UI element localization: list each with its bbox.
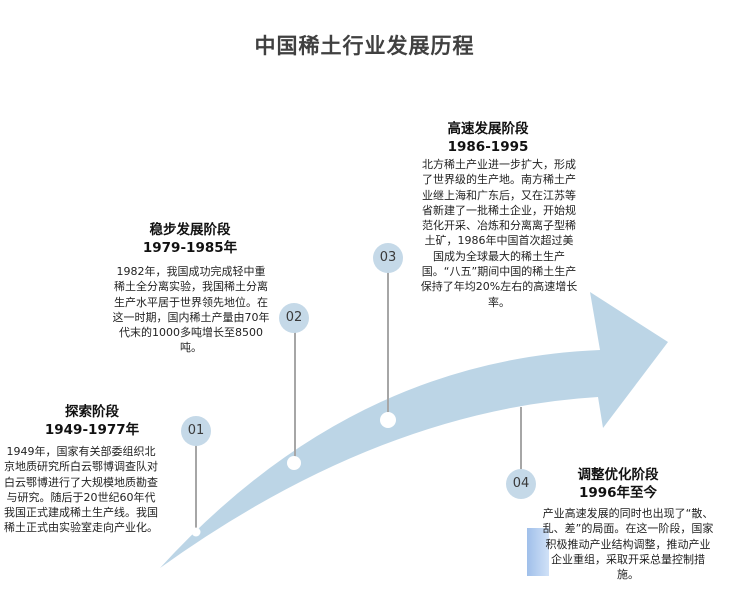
timeline-arrow bbox=[160, 292, 668, 568]
stage-title-04: 调整优化阶段 1996年至今 bbox=[548, 466, 688, 502]
decorative-block bbox=[527, 528, 549, 576]
stage-title-02: 稳步发展阶段 1979-1985年 bbox=[120, 221, 260, 257]
page-title: 中国稀土行业发展历程 bbox=[254, 34, 475, 58]
stage-name: 稳步发展阶段 bbox=[149, 222, 231, 238]
anchor-dot-02 bbox=[287, 456, 301, 470]
stage-title-03: 高速发展阶段 1986-1995 bbox=[418, 120, 558, 156]
stage-name: 高速发展阶段 bbox=[447, 121, 529, 137]
anchor-dot-01 bbox=[191, 527, 201, 537]
stage-desc-02: 1982年，我国成功完成轻中重稀土全分离实验，我国稀土分离生产水平居于世界领先地… bbox=[112, 265, 270, 355]
anchor-dot-03 bbox=[380, 412, 396, 428]
stage-period: 1986-1995 bbox=[447, 139, 529, 155]
stage-name: 调整优化阶段 bbox=[577, 467, 659, 483]
stage-number-03: 03 bbox=[373, 243, 403, 273]
stage-name: 探索阶段 bbox=[65, 404, 119, 420]
stage-desc-03: 北方稀土产业进一步扩大，形成了世界级的生产地。南方稀土产业继上海和广东后，又在江… bbox=[420, 158, 578, 309]
stage-number-02: 02 bbox=[279, 303, 309, 333]
stage-period: 1979-1985年 bbox=[142, 240, 238, 256]
stage-desc-01: 1949年，国家有关部委组织北京地质研究所白云鄂博调查队对白云鄂博进行了大规模地… bbox=[4, 445, 158, 535]
stage-number-04: 04 bbox=[506, 469, 536, 499]
stage-period: 1996年至今 bbox=[578, 485, 658, 501]
stage-period: 1949-1977年 bbox=[44, 422, 140, 438]
stage-title-01: 探索阶段 1949-1977年 bbox=[22, 403, 162, 439]
stage-desc-04: 产业高速发展的同时也出现了“散、乱、差”的局面。在这一阶段，国家积极推动产业结构… bbox=[542, 507, 714, 582]
stage-number-01: 01 bbox=[181, 416, 211, 446]
